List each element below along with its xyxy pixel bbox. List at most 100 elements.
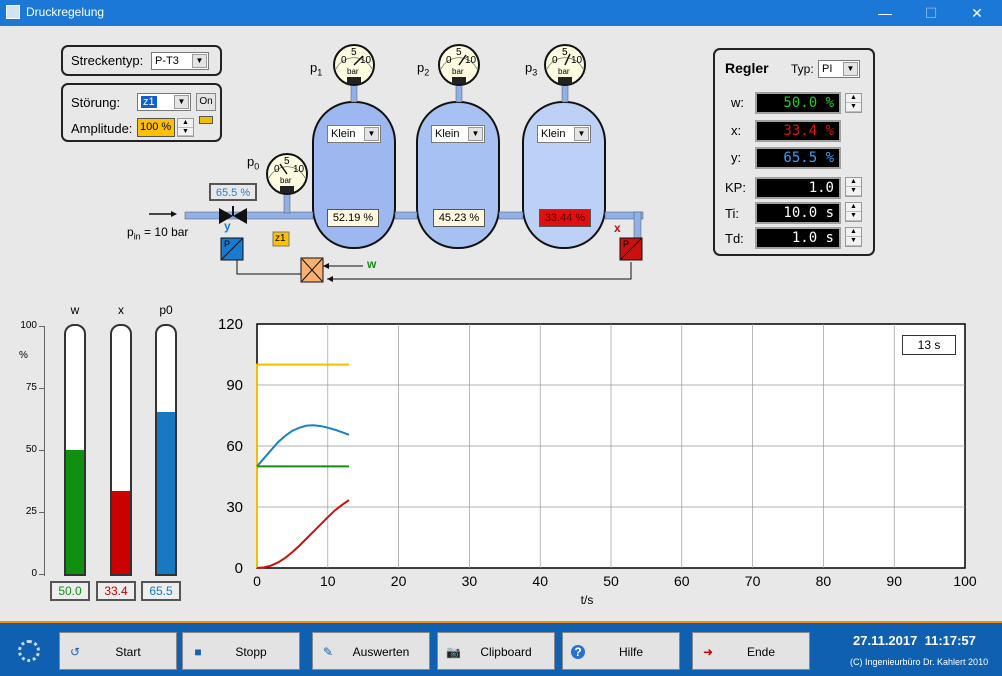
x-tick-label: 0 <box>253 573 261 589</box>
w-spinner[interactable]: ▲▼ <box>845 93 862 113</box>
maximize-button[interactable]: ☐ <box>924 5 938 21</box>
bar-fill-x <box>112 491 130 574</box>
td-spinner[interactable]: ▲▼ <box>845 227 862 247</box>
gauge-tick: 5 <box>351 47 357 58</box>
typ-label: Typ: <box>791 62 814 76</box>
x-axis-label: t/s <box>581 593 594 607</box>
pipe-outlet <box>604 211 644 220</box>
tank-3-size-select[interactable]: Klein▼ <box>537 125 591 143</box>
z1-label: z1 <box>275 233 286 244</box>
gauge-label-p1: p1 <box>310 60 323 78</box>
stoerung-label: Störung: <box>71 95 121 110</box>
z1-marker <box>272 231 290 247</box>
bar-fill-p0 <box>157 411 175 574</box>
regler-title: Regler <box>725 60 769 76</box>
close-button[interactable]: ✕ <box>971 5 983 21</box>
x-tick-label: 40 <box>532 573 548 589</box>
gauge-tick: 10 <box>571 55 583 66</box>
app-icon <box>6 5 20 19</box>
button-label: Stopp <box>235 645 267 659</box>
x-display: 33.4 % <box>755 120 841 142</box>
button-label: Hilfe <box>618 645 643 659</box>
y-tick-label: 0 <box>235 560 243 577</box>
ende-button[interactable]: ➜Ende <box>692 632 810 670</box>
stoerung-select[interactable]: z1 ▼ <box>137 93 191 111</box>
pipe-inlet <box>184 211 314 220</box>
hilfe-button[interactable]: ?Hilfe <box>562 632 680 670</box>
bar-tick-label: 100 <box>20 320 37 331</box>
chevron-down-icon: ▼ <box>574 127 589 141</box>
start-button[interactable]: ↺Start <box>59 632 177 670</box>
gauge-unit: bar <box>347 67 359 76</box>
tank-1-size-select[interactable]: Klein▼ <box>327 125 381 143</box>
streckentyp-value: P-T3 <box>155 55 179 67</box>
streckentyp-select[interactable]: P-T3 ▼ <box>151 52 209 70</box>
series-line-0 <box>256 363 350 568</box>
x-tick-label: 50 <box>603 573 619 589</box>
x-tick-label: 80 <box>816 573 832 589</box>
ti-spinner[interactable]: ▲▼ <box>845 202 862 222</box>
stoerung-value: z1 <box>141 96 157 108</box>
td-display: 1.0 s <box>755 227 841 249</box>
arrow-right-icon <box>171 211 177 217</box>
auswerten-icon: ✎ <box>322 645 334 659</box>
bar-tick-label: 75 <box>25 382 37 393</box>
bottom-toolbar: ↺Start ■ Stopp ✎Auswerten📷Clipboard?Hilfe ➜E… <box>0 621 1002 676</box>
ti-label: Ti: <box>725 206 739 221</box>
gauge-p2 <box>438 44 480 86</box>
pipe-2-3 <box>498 211 524 220</box>
bar-tube-p0 <box>155 324 177 576</box>
pipe-1-2 <box>394 211 418 220</box>
stopp-button[interactable]: ■ Stopp <box>182 632 300 670</box>
gauge-tick: 10 <box>465 55 477 66</box>
minimize-button[interactable]: — <box>878 5 892 21</box>
clipboard-button[interactable]: 📷Clipboard <box>437 632 555 670</box>
td-label: Td: <box>725 231 744 246</box>
bar-name-w: w <box>70 303 80 317</box>
tank-3-level: 33.44 % <box>539 209 591 227</box>
kp-spinner[interactable]: ▲▼ <box>845 177 862 197</box>
y-tick-label: 30 <box>226 499 243 516</box>
gauge-tick: 5 <box>284 156 290 167</box>
gauge-tick: 0 <box>274 164 280 175</box>
amplitude-input[interactable]: 100 % <box>137 118 175 137</box>
window-title: Druckregelung <box>26 5 105 19</box>
stoerung-on-button[interactable]: On <box>196 93 216 111</box>
gauge-tick: 10 <box>293 164 305 175</box>
gauge-tick: 0 <box>552 55 558 66</box>
bar-tick-label: 0 <box>31 568 37 579</box>
y-label: y: <box>731 150 742 165</box>
gauge-p0 <box>266 153 308 195</box>
regler-typ-select[interactable]: PI▼ <box>818 60 860 78</box>
auswerten-button[interactable]: ✎Auswerten <box>312 632 430 670</box>
kp-display: 1.0 <box>755 177 841 199</box>
series-line-3 <box>256 499 350 569</box>
chevron-down-icon: ▼ <box>192 54 207 68</box>
tank-1-level: 52.19 % <box>327 209 379 227</box>
x-tick-label: 70 <box>745 573 761 589</box>
gauge-unit: bar <box>452 67 464 76</box>
x-tick-label: 10 <box>320 573 336 589</box>
valve-icon <box>219 208 233 224</box>
streckentyp-label: Streckentyp: <box>71 53 144 68</box>
bar-tube-x <box>110 324 132 576</box>
amplitude-label: Amplitude: <box>71 121 133 136</box>
y-tick-label: 120 <box>218 316 243 333</box>
gauge-unit: bar <box>280 176 292 185</box>
button-label: Clipboard <box>480 645 532 659</box>
tank-2-size-select[interactable]: Klein▼ <box>431 125 485 143</box>
y-signal-label: y <box>224 219 231 233</box>
busy-spinner-icon <box>18 640 40 662</box>
chevron-down-icon: ▼ <box>468 127 483 141</box>
x-tick-label: 90 <box>886 573 902 589</box>
time-display: 13 s <box>902 335 956 355</box>
ende-icon: ➜ <box>702 645 714 659</box>
p-block-label: P <box>623 239 630 249</box>
stopp-icon: ■ <box>194 645 202 659</box>
bar-tube-w <box>64 324 86 576</box>
amplitude-spinner[interactable]: ▲▼ <box>177 118 194 137</box>
bar-unit: % <box>19 350 28 361</box>
x-tick-label: 100 <box>953 573 977 589</box>
